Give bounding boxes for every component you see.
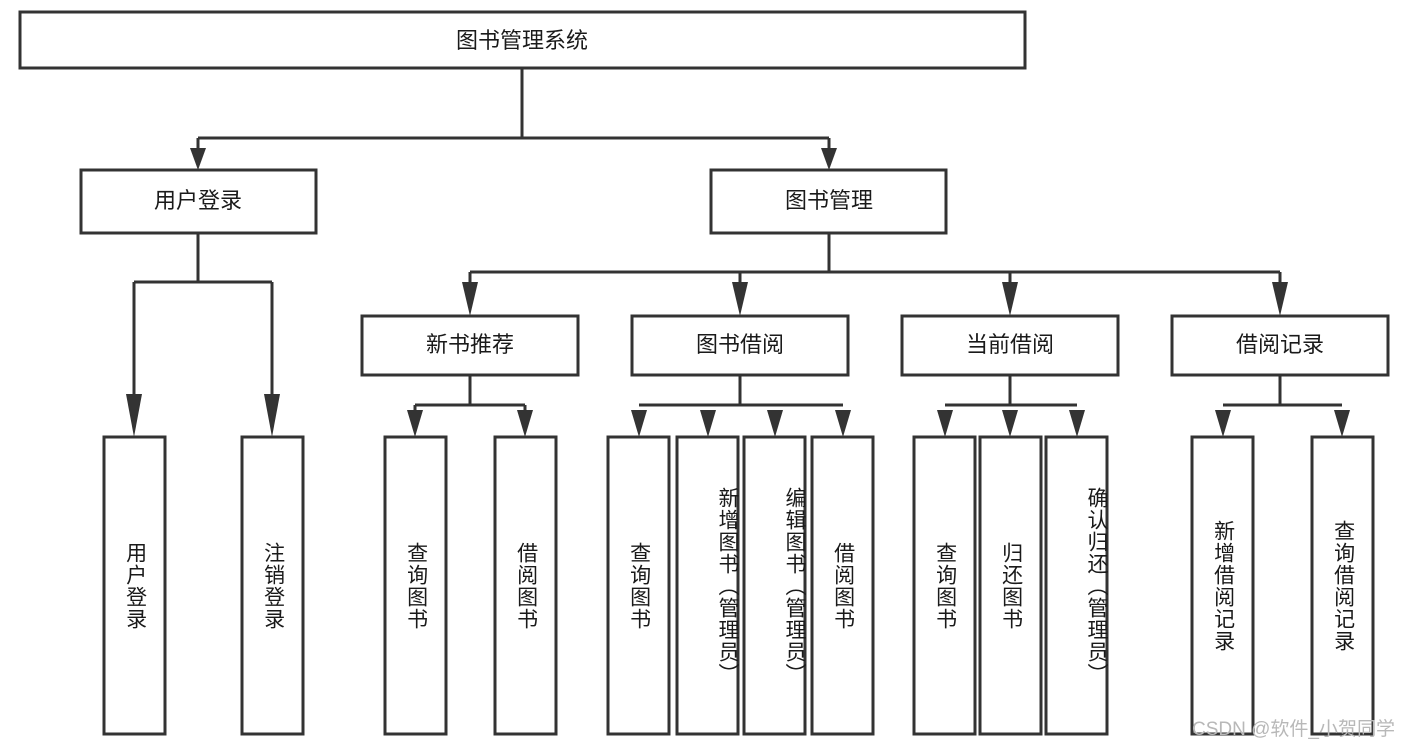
- connectors-new-book-to-leaves: [407, 375, 533, 437]
- leaf-boxes-new-book: [383, 435, 558, 736]
- node-book-management-label: 图书管理: [785, 188, 873, 213]
- connectors-root-to-level2: [190, 68, 837, 170]
- node-user-login-box[interactable]: [79, 168, 318, 235]
- leaf-box-user-login[interactable]: [102, 435, 167, 736]
- leaf-box-br-query-record[interactable]: [1310, 435, 1375, 736]
- arrowhead-cb-leaf-3: [1069, 410, 1085, 437]
- arrowhead-cb-leaf-1: [937, 410, 953, 437]
- node-user-login-label: 用户登录: [154, 188, 242, 213]
- arrowhead-user-login: [190, 148, 206, 170]
- node-new-book-recommend-box[interactable]: [360, 314, 580, 377]
- arrowhead-br-leaf-1: [1215, 410, 1231, 437]
- node-new-book-recommend-label: 新书推荐: [426, 332, 514, 357]
- arrowhead-book-mgmt: [821, 148, 837, 170]
- node-new-book-recommend[interactable]: 新书推荐: [360, 314, 580, 377]
- arrowhead-cb-leaf-2: [1002, 410, 1018, 437]
- leaf-box-nb-borrow-book[interactable]: [493, 435, 558, 736]
- csdn-watermark: CSDN @软件_小贺同学: [1192, 719, 1395, 740]
- leaf-box-bb-add-book[interactable]: [675, 435, 740, 736]
- node-borrow-record-box[interactable]: [1170, 314, 1390, 377]
- node-root[interactable]: 图书管理系统: [18, 10, 1027, 70]
- arrowhead-leaf-logout: [264, 394, 280, 437]
- arrowhead-bb-leaf-1: [631, 410, 647, 437]
- arrowhead-bb-leaf-3: [767, 410, 783, 437]
- node-book-borrow-label: 图书借阅: [696, 332, 784, 357]
- node-book-management-box[interactable]: [709, 168, 948, 235]
- leaf-box-br-add-record[interactable]: [1190, 435, 1255, 736]
- leaf-box-logout[interactable]: [240, 435, 305, 736]
- leaf-box-cb-return-book[interactable]: [978, 435, 1043, 736]
- node-root-box[interactable]: [18, 10, 1027, 70]
- connectors-book-borrow-to-leaves: [631, 375, 851, 437]
- arrowhead-borrow-record: [1272, 282, 1288, 316]
- connectors-current-borrow-to-leaves: [937, 375, 1085, 437]
- arrowhead-current-borrow: [1002, 282, 1018, 316]
- connectors-borrow-record-to-leaves: [1215, 375, 1350, 437]
- leaf-boxes-current-borrow: [912, 435, 1109, 736]
- arrowhead-book-borrow: [732, 282, 748, 316]
- node-root-label: 图书管理系统: [456, 28, 588, 53]
- arrowhead-leaf-user-login: [126, 394, 142, 437]
- leaf-box-bb-edit-book[interactable]: [742, 435, 807, 736]
- arrowhead-nb-leaf-2: [517, 410, 533, 437]
- node-borrow-record-label: 借阅记录: [1236, 332, 1324, 357]
- node-book-borrow[interactable]: 图书借阅: [630, 314, 850, 377]
- node-book-management[interactable]: 图书管理: [709, 168, 948, 235]
- leaf-boxes-book-borrow: [606, 435, 875, 736]
- connectors-book-mgmt-to-level3: [462, 233, 1288, 316]
- leaf-box-cb-query-book[interactable]: [912, 435, 977, 736]
- leaf-box-bb-query-book[interactable]: [606, 435, 671, 736]
- node-current-borrow-box[interactable]: [900, 314, 1120, 377]
- connectors-user-login-to-leaves: [126, 233, 280, 437]
- node-borrow-record[interactable]: 借阅记录: [1170, 314, 1390, 377]
- arrowhead-bb-leaf-2: [700, 410, 716, 437]
- node-current-borrow[interactable]: 当前借阅: [900, 314, 1120, 377]
- leaf-box-nb-query-book[interactable]: [383, 435, 448, 736]
- leaf-box-bb-borrow-book[interactable]: [810, 435, 875, 736]
- node-current-borrow-label: 当前借阅: [966, 332, 1054, 357]
- arrowhead-bb-leaf-4: [835, 410, 851, 437]
- arrowhead-new-book: [462, 282, 478, 316]
- node-book-borrow-box[interactable]: [630, 314, 850, 377]
- node-user-login[interactable]: 用户登录: [79, 168, 318, 235]
- arrowhead-nb-leaf-1: [407, 410, 423, 437]
- leaf-boxes-user-login: [102, 435, 305, 736]
- arrowhead-br-leaf-2: [1334, 410, 1350, 437]
- leaf-boxes-borrow-record: [1190, 435, 1375, 736]
- leaf-box-cb-confirm-return[interactable]: [1044, 435, 1109, 736]
